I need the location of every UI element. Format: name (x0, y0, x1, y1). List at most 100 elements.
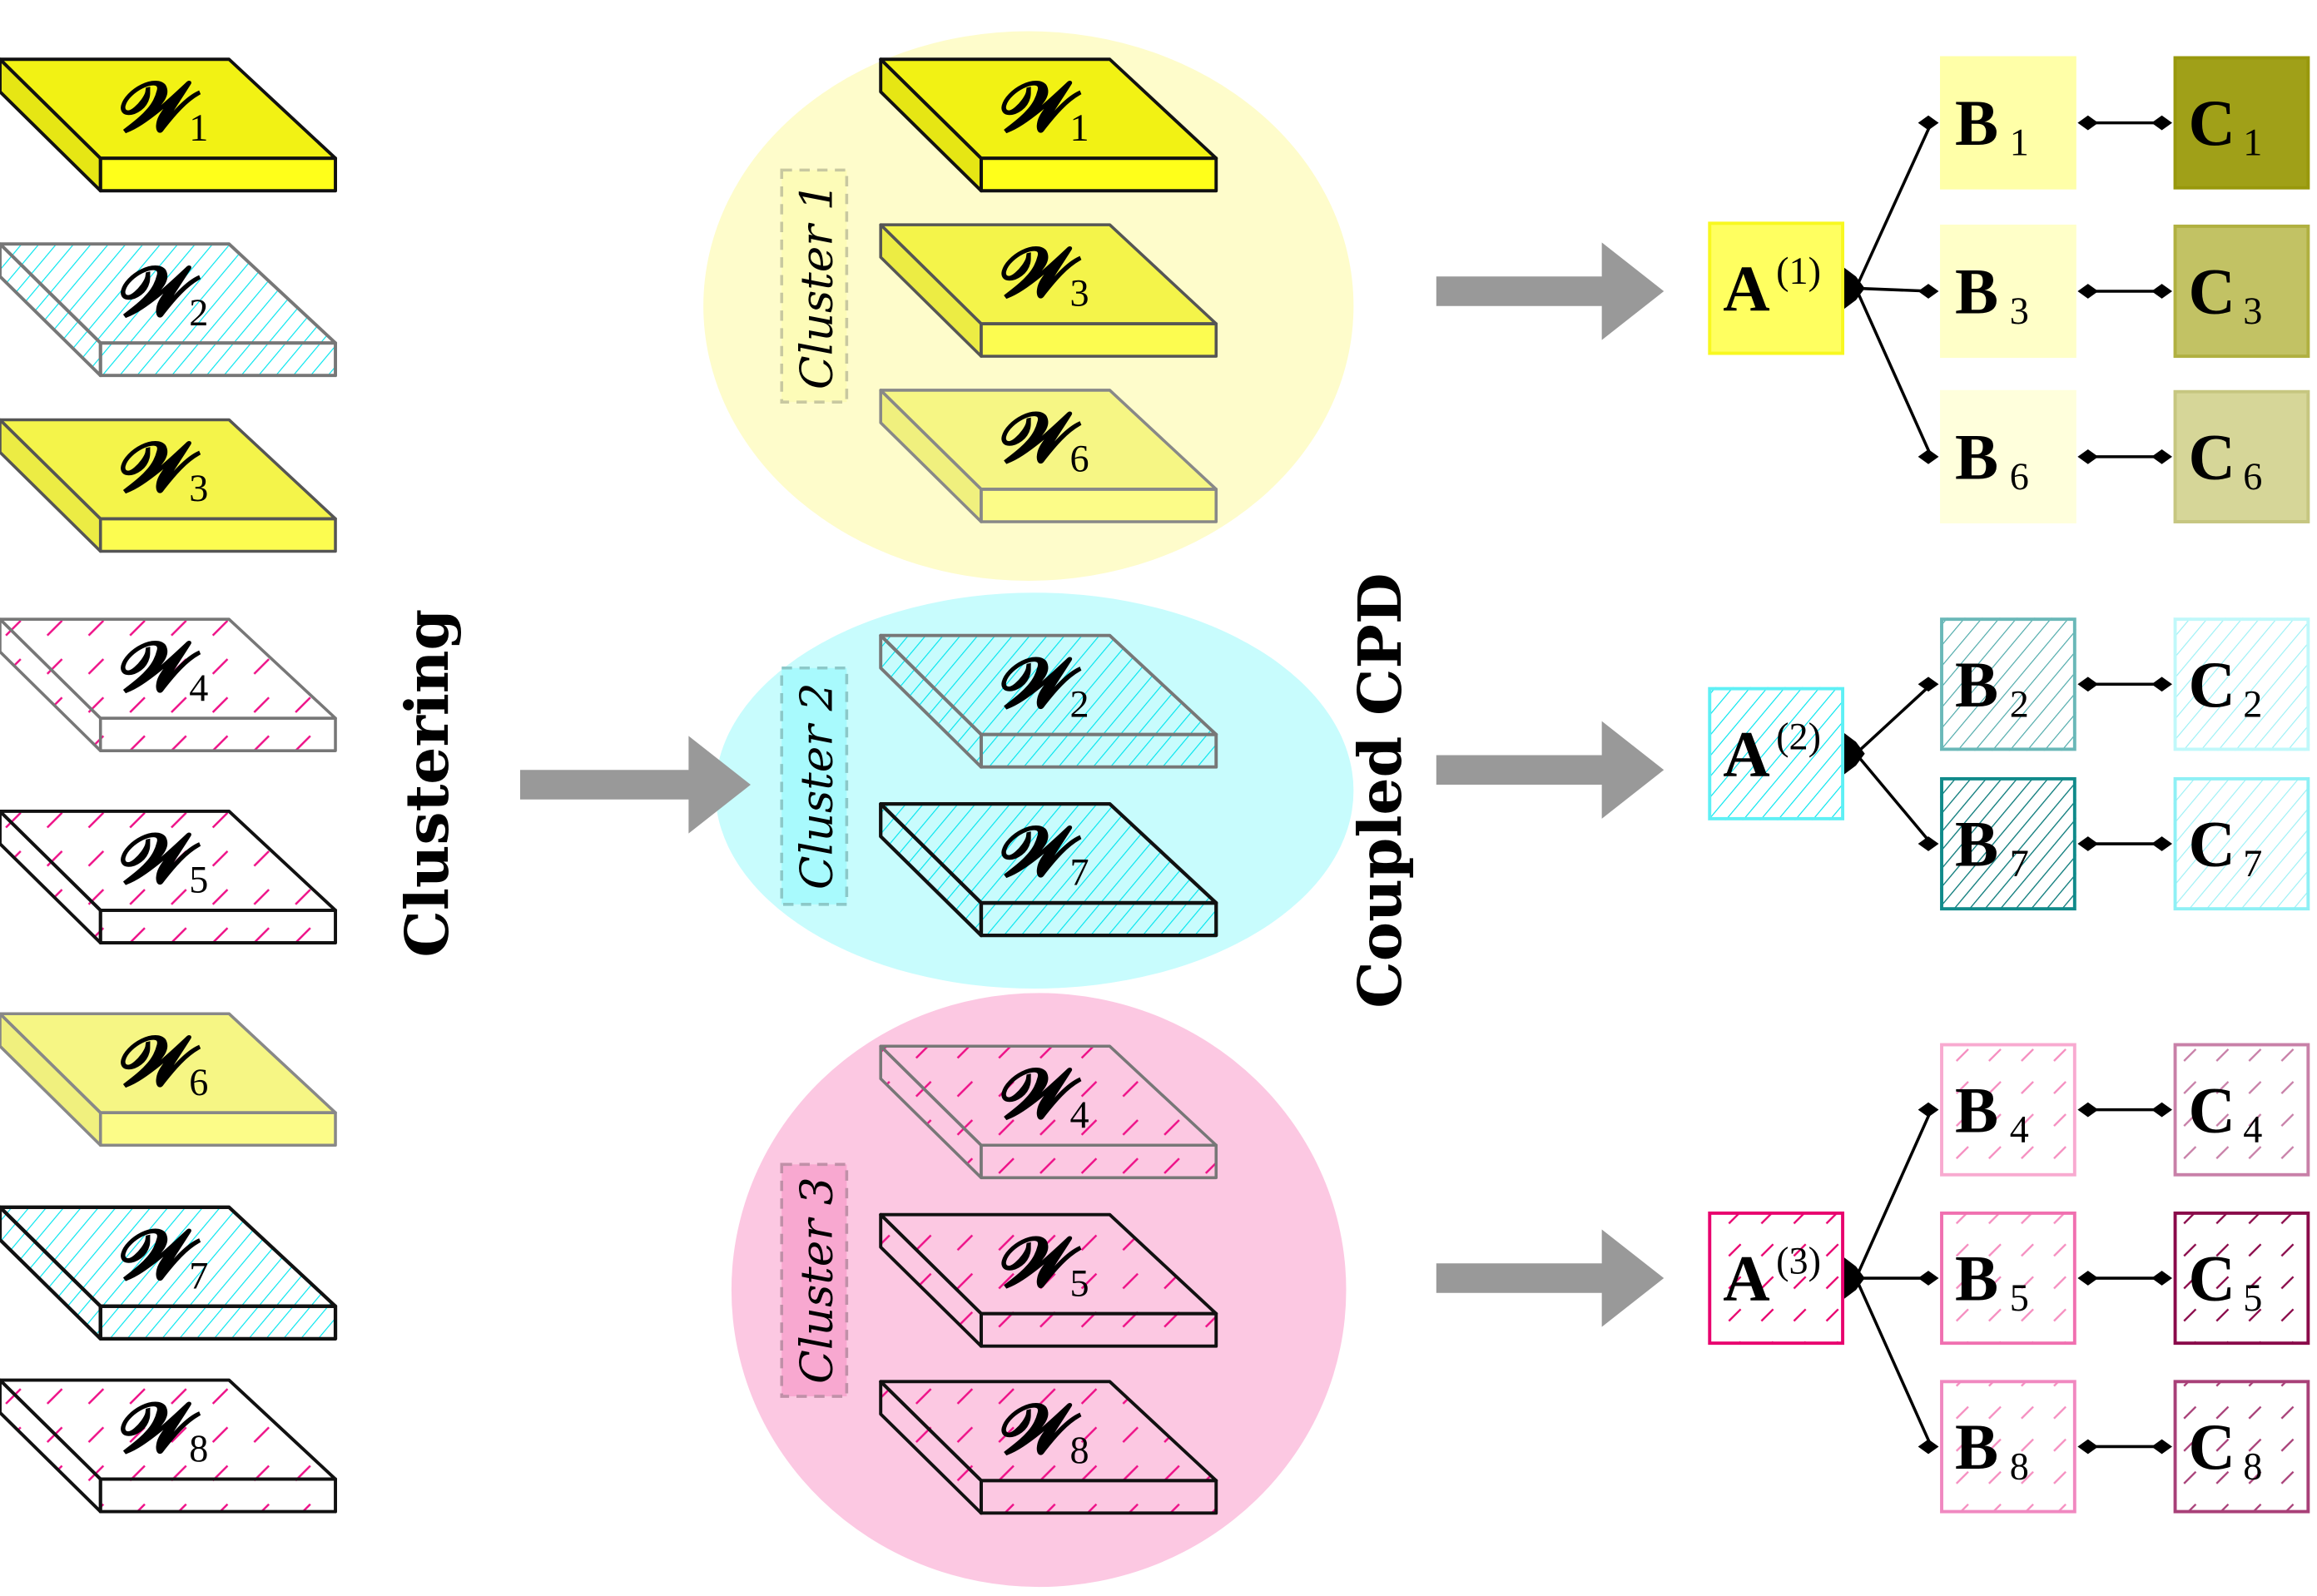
slab-top-face (0, 419, 336, 519)
hub-icon (1843, 267, 1865, 310)
edge-endpoint-icon (2151, 1102, 2172, 1118)
slab-top-face (881, 389, 1217, 489)
cluster-2-tag: Cluster 2 (780, 666, 849, 906)
slab-top-face (0, 1014, 336, 1113)
factor-subscript: 7 (2243, 842, 2262, 885)
tensor-subscript: 8 (189, 1427, 208, 1470)
hub-icon (1843, 1257, 1865, 1299)
factor-subscript: 7 (2010, 842, 2029, 885)
factor-superscript: (1) (1776, 250, 1821, 292)
factor-symbol: C (2189, 1073, 2235, 1146)
factor-subscript: 4 (2243, 1108, 2262, 1151)
slab-side-face (881, 59, 981, 191)
factor-box (2173, 389, 2310, 523)
tensor-subscript: 6 (189, 1061, 208, 1103)
tensor-subscript: 1 (189, 107, 208, 149)
factor-symbol: B (1955, 87, 1998, 159)
factor-symbol: C (2189, 1242, 2235, 1315)
edge-endpoint-icon (2077, 1102, 2099, 1118)
factor-symbol: A (1723, 717, 1769, 790)
edge-endpoint-icon (2151, 115, 2172, 131)
factor-subscript: 1 (2243, 121, 2262, 164)
tensor-subscript: 3 (189, 467, 208, 509)
factor-superscript: (2) (1776, 715, 1821, 757)
edge-endpoint-icon (1918, 1439, 1939, 1455)
hub-icon (1843, 732, 1865, 775)
edge-endpoint-icon (1918, 1102, 1939, 1118)
tensor-subscript: 6 (1069, 438, 1089, 480)
edge-endpoint-icon (2151, 836, 2172, 851)
factor-symbol: C (2189, 648, 2235, 721)
factor-box (2173, 225, 2310, 358)
shared-factor-a1: A(1) (1708, 221, 1845, 355)
edge-endpoint-icon (2077, 677, 2099, 692)
factor-subscript: 5 (2243, 1276, 2262, 1319)
tensor-subscript: 2 (189, 291, 208, 334)
factor-symbol: A (1723, 1242, 1769, 1315)
a-to-b-edge (1854, 287, 1933, 458)
factor-superscript: (3) (1776, 1240, 1821, 1282)
shared-factor-a3: A(3) (1708, 1211, 1845, 1346)
edge-endpoint-icon (2077, 1439, 2099, 1455)
cpd-arrow-cluster-3 (1436, 1229, 1665, 1327)
cpd-arrow-cluster-1 (1436, 242, 1665, 340)
shared-factor-a2: A(2) (1708, 686, 1845, 820)
slab-side-face (0, 1014, 101, 1146)
tensor-subscript: 5 (1069, 1261, 1089, 1304)
factor-symbol: B (1955, 648, 1998, 721)
factor-subscript: 4 (2010, 1108, 2029, 1151)
edge-endpoint-icon (1918, 1271, 1939, 1286)
factor-symbol: C (2189, 808, 2235, 880)
edge-endpoint-icon (2077, 284, 2099, 299)
factor-symbol: B (1955, 255, 1998, 328)
a-to-b-edge (1854, 1108, 1933, 1279)
tensor-subscript: 1 (1069, 107, 1089, 149)
slab-side-face (881, 225, 981, 357)
edge-endpoint-icon (1918, 677, 1939, 692)
factor-symbol: B (1955, 420, 1998, 493)
cluster-label: Cluster 3 (791, 1177, 843, 1384)
edge-endpoint-icon (2077, 1271, 2099, 1286)
factor-subscript: 1 (2010, 121, 2029, 164)
slab-front-face (980, 158, 1217, 191)
factor-subscript: 6 (2243, 455, 2262, 498)
factor-subscript: 3 (2010, 290, 2029, 332)
slab-side-face (0, 59, 101, 191)
tensor-subscript: 3 (1069, 272, 1089, 315)
factor-symbol: B (1955, 1242, 1998, 1315)
slab-top-face (0, 59, 336, 159)
factor-subscript: 2 (2243, 682, 2262, 725)
tensor-subscript: 7 (1069, 851, 1089, 894)
cpd-arrow-cluster-2 (1436, 721, 1665, 819)
edge-endpoint-icon (1918, 284, 1939, 299)
slab-front-face (100, 158, 336, 191)
a-to-b-edge (1854, 752, 1932, 845)
factor-symbol: B (1955, 1073, 1998, 1146)
cluster-label: Cluster 1 (791, 182, 843, 389)
cluster-label: Cluster 2 (791, 683, 843, 890)
factor-symbol: C (2189, 420, 2235, 493)
factor-subscript: 5 (2010, 1276, 2029, 1319)
